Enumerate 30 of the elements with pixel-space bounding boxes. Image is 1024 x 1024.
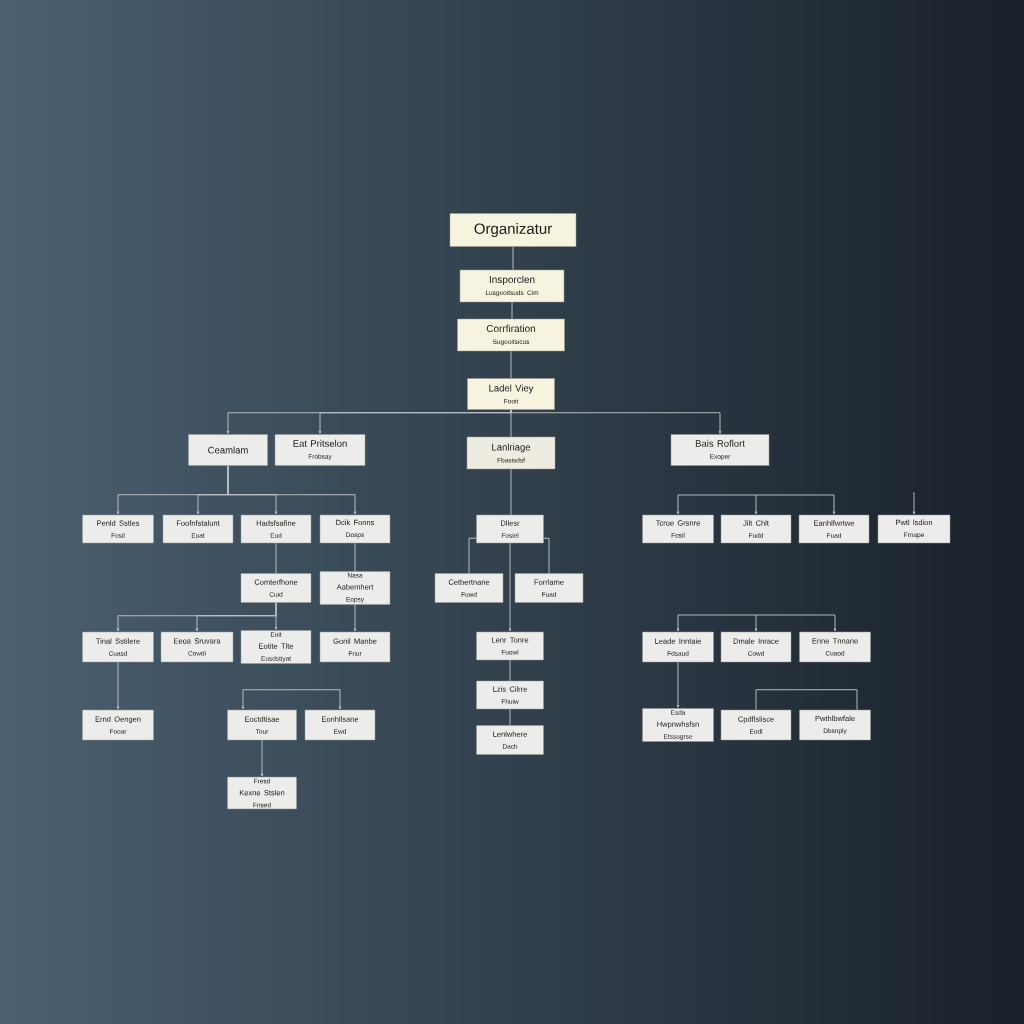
connector-arrow xyxy=(510,409,722,434)
connector-line xyxy=(468,537,477,574)
connector-arrow xyxy=(353,604,357,632)
connector-line xyxy=(512,246,514,271)
connector-arrow xyxy=(754,494,758,515)
connector-line xyxy=(755,689,858,711)
connector-line xyxy=(275,542,277,574)
connector-arrow xyxy=(676,494,757,515)
connector-arrow xyxy=(241,689,342,710)
connector-arrow xyxy=(755,494,836,515)
connector-arrow xyxy=(227,465,357,515)
connector-arrow xyxy=(912,492,916,515)
connector-arrow xyxy=(274,602,278,630)
connector-arrow xyxy=(508,542,512,632)
connector-arrow xyxy=(318,409,512,434)
connector-arrow xyxy=(116,661,120,710)
org-box: Ceamlam xyxy=(188,434,268,466)
connector-arrow xyxy=(676,661,680,708)
connector-line xyxy=(509,659,511,682)
connector-arrow xyxy=(754,614,758,632)
connector-line xyxy=(510,350,512,379)
connector-line xyxy=(543,537,550,574)
connector-line xyxy=(511,301,513,320)
org-box: Organizatur xyxy=(449,213,577,247)
connector-arrow xyxy=(260,739,264,777)
connector-arrow xyxy=(755,614,837,632)
connector-line xyxy=(510,468,512,516)
connector-line xyxy=(509,708,511,726)
connector-arrow xyxy=(676,614,757,632)
connector-line xyxy=(354,542,356,572)
